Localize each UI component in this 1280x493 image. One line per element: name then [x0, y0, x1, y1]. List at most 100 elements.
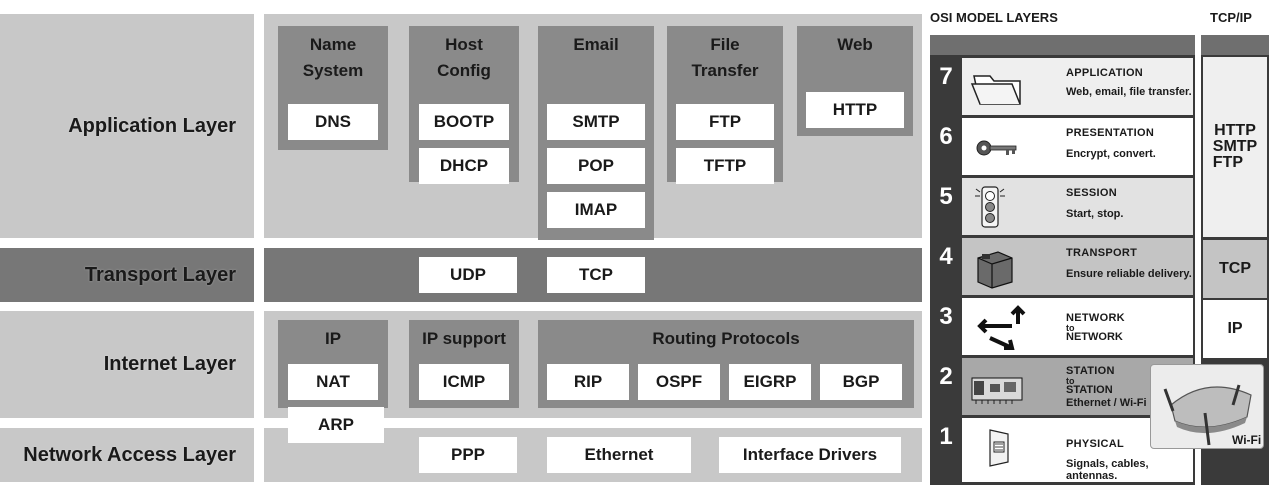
protocol-nat: NAT — [288, 364, 378, 400]
host-config-group: Host Config BOOTP DHCP — [409, 26, 519, 184]
group-title: Web — [837, 35, 873, 54]
tcpip-internet-cell: IP — [1203, 300, 1267, 358]
protocol-bgp: BGP — [820, 364, 902, 400]
layer-name: STATION — [1066, 365, 1115, 377]
transport-layer-label: Transport Layer — [0, 248, 254, 302]
layer-cell: APPLICATION Web, email, file transfer. — [962, 58, 1193, 115]
traffic-light-icon — [975, 186, 1005, 228]
protocol-pop: POP — [547, 148, 645, 184]
layer-number: 3 — [939, 303, 953, 330]
protocol-dhcp: DHCP — [419, 148, 509, 184]
layer-desc: Start, stop. — [1066, 208, 1124, 220]
protocol-http: HTTP — [806, 92, 904, 128]
application-layer-band: Application Layer Name System DNS Host C… — [0, 14, 922, 240]
network-access-layer-band: Network Access Layer PPP Ethernet Interf… — [0, 428, 922, 482]
protocol-eigrp: EIGRP — [729, 364, 811, 400]
layer-cell: PRESENTATION Encrypt, convert. — [962, 118, 1193, 175]
protocol-tftp: TFTP — [676, 148, 774, 184]
protocol-interface-drivers: Interface Drivers — [719, 437, 901, 473]
layer-name: PRESENTATION — [1066, 127, 1155, 139]
protocol-rip: RIP — [547, 364, 629, 400]
tcpip-app-protocol: SMTP — [1212, 138, 1258, 155]
group-title: IP support — [422, 329, 506, 348]
tcpip-app-protocol: HTTP — [1214, 122, 1256, 139]
protocol-dns: DNS — [288, 104, 378, 140]
osi-frame-cap — [930, 35, 1195, 55]
folder-icon — [970, 75, 1021, 105]
ip-group: IP NAT — [278, 320, 388, 408]
protocol-ppp: PPP — [419, 437, 517, 473]
layer-desc: Ethernet / Wi-Fi — [1066, 397, 1147, 409]
key-icon — [976, 140, 1017, 156]
layer-cell: SESSION Start, stop. — [962, 178, 1193, 235]
layer-name: NETWORK — [1066, 312, 1125, 324]
layer-cell: NETWORK to NETWORK — [962, 298, 1193, 355]
protocol-ftp: FTP — [676, 104, 774, 140]
layer-number: 4 — [939, 243, 953, 270]
layer-number: 2 — [939, 363, 953, 390]
layer-name: PHYSICAL — [1066, 438, 1125, 450]
protocol-bootp: BOOTP — [419, 104, 509, 140]
osi-header: OSI MODEL LAYERS — [930, 10, 1058, 25]
tcpip-app-protocol: FTP — [1212, 154, 1243, 171]
layer-name-2: STATION — [1066, 384, 1113, 396]
internet-layer-content: IP NAT IP support ICMP Routing Protocols… — [264, 311, 922, 418]
wifi-router-image — [1150, 364, 1264, 449]
osi-layer-3: 3 NETWORK to NETWORK — [930, 297, 1195, 356]
application-layer-label: Application Layer — [0, 14, 254, 238]
package-icon — [977, 251, 1013, 289]
protocol-ethernet: Ethernet — [547, 437, 691, 473]
web-group: Web HTTP — [797, 26, 913, 136]
network-card-icon — [971, 377, 1023, 404]
group-title: File Transfer — [691, 35, 759, 80]
layer-sub: to — [1066, 376, 1075, 386]
wifi-label: Wi-Fi — [1232, 433, 1262, 447]
layer-number: 7 — [939, 63, 953, 90]
layer-number: 6 — [939, 123, 953, 150]
osi-layer-4: 4 TRANSPORT Ensure reliable delivery. — [930, 237, 1195, 296]
protocol-smtp: SMTP — [547, 104, 645, 140]
wifi-router-icon — [1163, 384, 1252, 446]
group-title: Name System — [302, 35, 364, 80]
cable-jack-icon — [989, 429, 1009, 467]
protocol-icmp: ICMP — [419, 364, 509, 400]
tcpip-application-list: HTTP SMTP FTP — [1213, 123, 1257, 171]
transport-layer-band: Transport Layer UDP TCP — [0, 248, 922, 302]
osi-layer-7: 7 APPLICATION Web, email, file transfer. — [930, 57, 1195, 116]
layer-name: TRANSPORT — [1066, 247, 1138, 259]
email-group: Email SMTP POP IMAP — [538, 26, 654, 240]
layer-sub: to — [1066, 323, 1075, 333]
tcpip-header: TCP/IP — [1210, 10, 1252, 25]
osi-layer-5: 5 SESSION Start, stop. — [930, 177, 1195, 236]
transport-layer-content: UDP TCP — [264, 248, 922, 302]
application-layer-content: Name System DNS Host Config BOOTP DHCP E… — [264, 14, 922, 240]
layer-cell: TRANSPORT Ensure reliable delivery. — [962, 238, 1193, 295]
routing-protocols-group: Routing Protocols RIP OSPF EIGRP BGP — [538, 320, 914, 408]
layer-name-2: NETWORK — [1066, 331, 1123, 343]
layer-desc: Signals, cables, antennas. — [1066, 458, 1149, 482]
protocol-tcp: TCP — [547, 257, 645, 293]
internet-layer-label: Internet Layer — [0, 311, 254, 418]
layer-name: APPLICATION — [1066, 67, 1144, 79]
network-access-layer-label: Network Access Layer — [0, 428, 254, 482]
group-title: Email — [573, 35, 619, 54]
group-title: Routing Protocols — [652, 329, 800, 348]
name-system-group: Name System DNS — [278, 26, 388, 150]
internet-layer-band: Internet Layer IP NAT IP support ICMP Ro… — [0, 311, 922, 418]
arrows-icon — [977, 305, 1026, 350]
protocol-ospf: OSPF — [638, 364, 720, 400]
layer-number: 1 — [939, 423, 953, 450]
layer-desc: Encrypt, convert. — [1066, 148, 1156, 160]
protocol-arp: ARP — [288, 407, 384, 443]
protocol-imap: IMAP — [547, 192, 645, 228]
osi-layer-6: 6 PRESENTATION Encrypt, convert. — [930, 117, 1195, 176]
group-title: Host Config — [437, 35, 491, 80]
layer-name: SESSION — [1066, 187, 1118, 199]
layer-number: 5 — [939, 183, 953, 210]
file-transfer-group: File Transfer FTP TFTP — [667, 26, 783, 184]
group-title: IP — [324, 329, 342, 348]
tcpip-frame-cap — [1201, 35, 1269, 55]
protocol-udp: UDP — [419, 257, 517, 293]
tcpip-application-cell: HTTP SMTP FTP — [1203, 57, 1267, 237]
tcpip-transport-cell: TCP — [1203, 240, 1267, 298]
